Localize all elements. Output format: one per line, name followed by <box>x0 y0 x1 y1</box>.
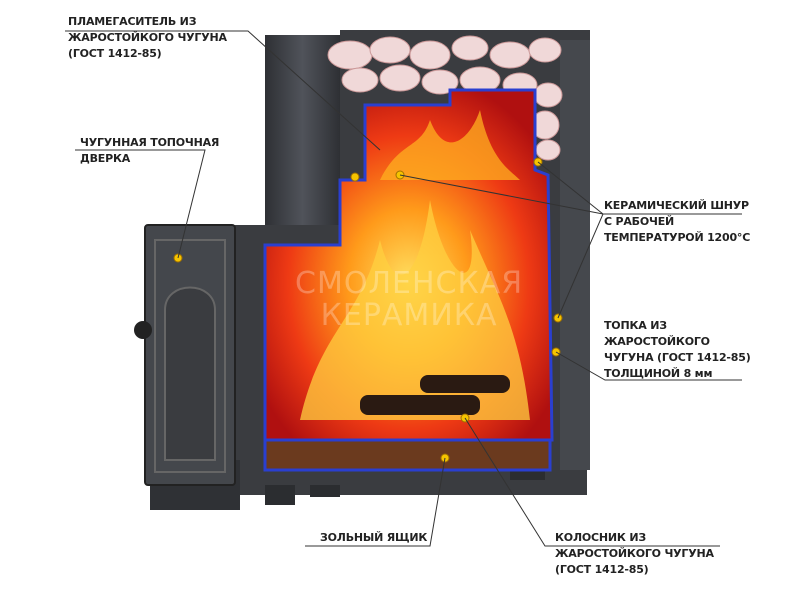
label-line: ТОЛЩИНОЙ 8 мм <box>604 367 713 380</box>
label-line: (ГОСТ 1412-85) <box>555 563 649 576</box>
label-line: ТОПКА ИЗ <box>604 319 667 332</box>
label-line: ЖАРОСТОЙКОГО <box>604 335 710 348</box>
ash-box <box>263 438 552 472</box>
watermark-line: СМОЛЕНСКАЯ <box>295 266 524 301</box>
sauna-stones <box>327 35 563 161</box>
label-line: ЖАРОСТОЙКОГО ЧУГУНА <box>68 31 227 44</box>
label-line: ДВЕРКА <box>80 152 131 165</box>
label-line: КЕРАМИЧЕСКИЙ ШНУР <box>604 199 749 212</box>
label-line: КОЛОСНИК ИЗ <box>555 531 646 544</box>
watermark: СМОЛЕНСКАЯ КЕРАМИКА <box>295 268 523 332</box>
label-line: ЧУГУННАЯ ТОПОЧНАЯ <box>80 136 220 149</box>
leader-lines <box>65 30 742 547</box>
label-line: С РАБОЧЕЙ <box>604 215 675 228</box>
firewood <box>360 375 510 415</box>
label-grate: КОЛОСНИК ИЗ ЖАРОСТОЙКОГО ЧУГУНА (ГОСТ 14… <box>555 530 714 578</box>
label-line: ПЛАМЕГАСИТЕЛЬ ИЗ <box>68 15 197 28</box>
label-ash-box: ЗОЛЬНЫЙ ЯЩИК <box>320 530 427 546</box>
label-line: ЗОЛЬНЫЙ ЯЩИК <box>320 531 428 544</box>
label-line: ТЕМПЕРАТУРОЙ 1200°C <box>604 231 751 244</box>
label-line: (ГОСТ 1412-85) <box>68 47 162 60</box>
label-flame-damper: ПЛАМЕГАСИТЕЛЬ ИЗ ЖАРОСТОЙКОГО ЧУГУНА (ГО… <box>68 14 227 62</box>
watermark-line: КЕРАМИКА <box>320 298 498 333</box>
flames <box>300 110 530 420</box>
label-ceramic-cord: КЕРАМИЧЕСКИЙ ШНУР С РАБОЧЕЙ ТЕМПЕРАТУРОЙ… <box>604 198 750 246</box>
label-door: ЧУГУННАЯ ТОПОЧНАЯ ДВЕРКА <box>80 135 219 167</box>
label-firebox: ТОПКА ИЗ ЖАРОСТОЙКОГО ЧУГУНА (ГОСТ 1412-… <box>604 318 751 382</box>
label-line: ЧУГУНА (ГОСТ 1412-85) <box>604 351 751 364</box>
firebox-door <box>134 224 236 486</box>
label-line: ЖАРОСТОЙКОГО ЧУГУНА <box>555 547 714 560</box>
